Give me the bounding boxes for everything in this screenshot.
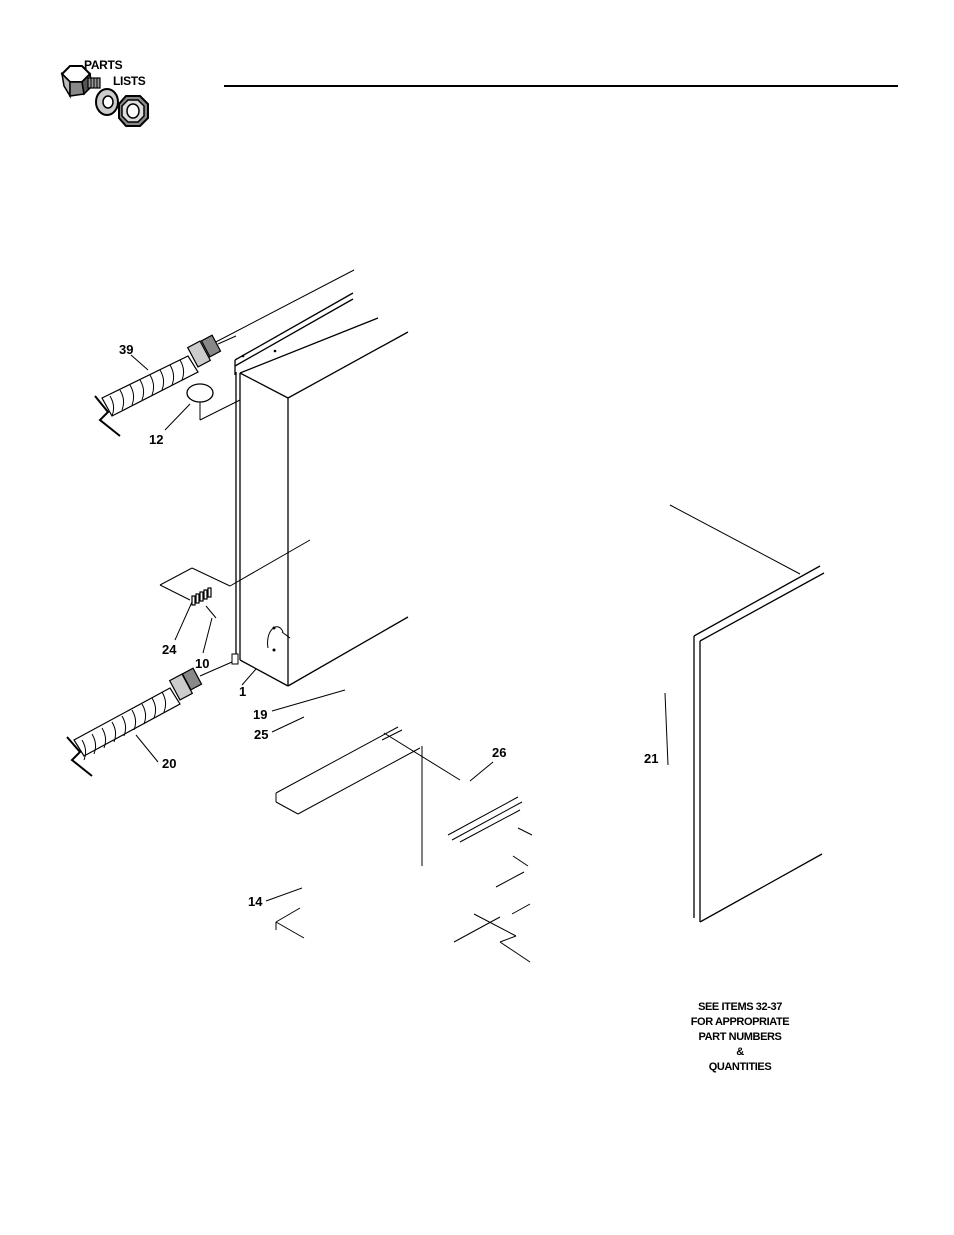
note-line-3: PART NUMBERS [660, 1030, 820, 1045]
bracket-assembly [448, 797, 532, 962]
callout-39: 39 [119, 342, 133, 357]
callout-12: 12 [149, 432, 163, 447]
note-line-5: QUANTITIES [660, 1060, 820, 1075]
note-line-1: SEE ITEMS 32-37 [660, 1000, 820, 1015]
side-panel-21 [670, 505, 824, 922]
callout-10: 10 [195, 656, 209, 671]
callout-24: 24 [162, 642, 176, 657]
reference-note: SEE ITEMS 32-37 FOR APPROPRIATE PART NUM… [660, 1000, 820, 1075]
callout-26: 26 [492, 745, 506, 760]
knob-12 [187, 384, 240, 420]
callout-25: 25 [254, 727, 268, 742]
rail-channel [276, 727, 460, 866]
leader-lines [131, 355, 668, 901]
callout-14: 14 [248, 894, 262, 909]
callout-19: 19 [253, 707, 267, 722]
callout-21: 21 [644, 751, 658, 766]
callout-20: 20 [162, 756, 176, 771]
hose-upper [95, 335, 236, 436]
bracket-14 [276, 908, 304, 938]
note-line-2: FOR APPROPRIATE [660, 1015, 820, 1030]
hose-lower [67, 662, 232, 776]
callout-1: 1 [239, 684, 246, 699]
note-line-4: & [660, 1045, 820, 1060]
enclosure-panel [210, 270, 408, 686]
